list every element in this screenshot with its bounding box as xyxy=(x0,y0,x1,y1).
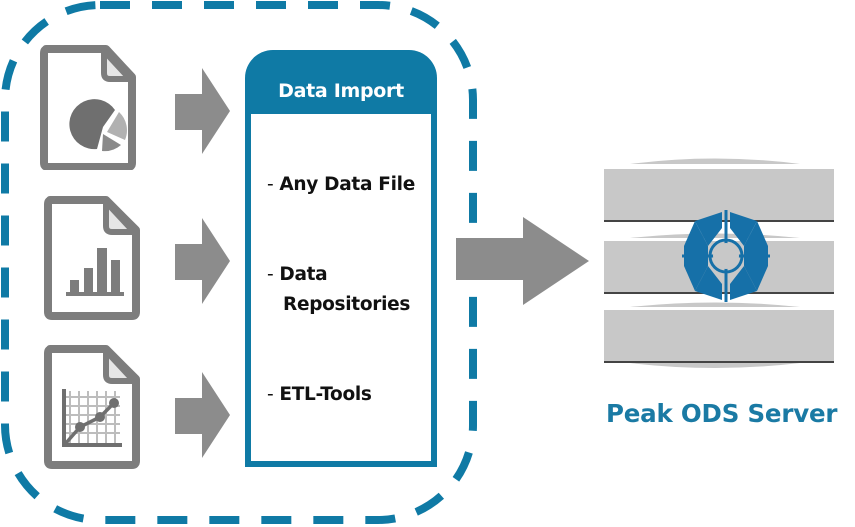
data-import-header xyxy=(245,50,437,116)
server-arrow xyxy=(456,217,589,305)
import-arrow-3 xyxy=(175,372,230,458)
bar-chart-file-icon xyxy=(44,196,140,320)
peak-ods-logo-icon xyxy=(682,210,770,302)
line-chart-file-icon xyxy=(44,345,140,469)
import-item-data-repositories: -Data Repositories xyxy=(267,264,411,315)
server-label: Peak ODS Server xyxy=(606,399,838,428)
import-item-etl-tools: -ETL-Tools xyxy=(267,384,372,405)
data-import-title: Data Import xyxy=(278,80,404,102)
data-import-body xyxy=(245,114,437,467)
pie-chart-file-icon xyxy=(40,45,136,170)
import-arrow-1 xyxy=(175,68,230,154)
import-item-any-data-file: -Any Data File xyxy=(267,174,415,195)
server-icon xyxy=(604,158,834,368)
data-import-box: Data Import -Any Data File -Data Reposit… xyxy=(245,50,437,471)
import-arrow-2 xyxy=(175,218,230,304)
